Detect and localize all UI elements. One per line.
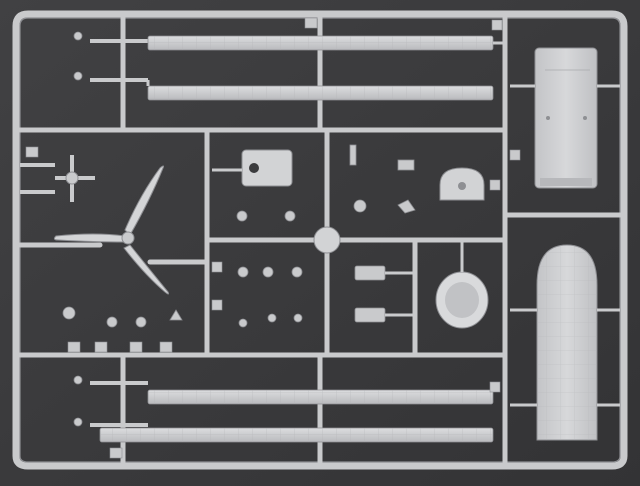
rotor-blade-4: [73, 417, 494, 443]
propeller: [53, 165, 170, 295]
small-fittings-row-2: [62, 266, 303, 328]
round-fitting: [313, 226, 341, 254]
control-levers: [354, 265, 415, 323]
hub-part: [20, 155, 95, 202]
rotor-blade-3: [73, 375, 494, 405]
sprue-frame-shadow: [19, 17, 621, 463]
small-fittings-row-1: [236, 144, 416, 222]
canopy-bowl: [435, 240, 489, 329]
floor-panel: [510, 47, 620, 189]
instrument-hood: [439, 167, 485, 201]
sprue-frame: [12, 10, 628, 470]
rotor-blade-1: [73, 31, 503, 51]
seat-back: [212, 149, 293, 187]
rotor-blade-2: [73, 71, 494, 101]
gate-tabs: [25, 17, 521, 459]
door-panel: [510, 244, 620, 441]
sprue-runners: [17, 15, 623, 465]
